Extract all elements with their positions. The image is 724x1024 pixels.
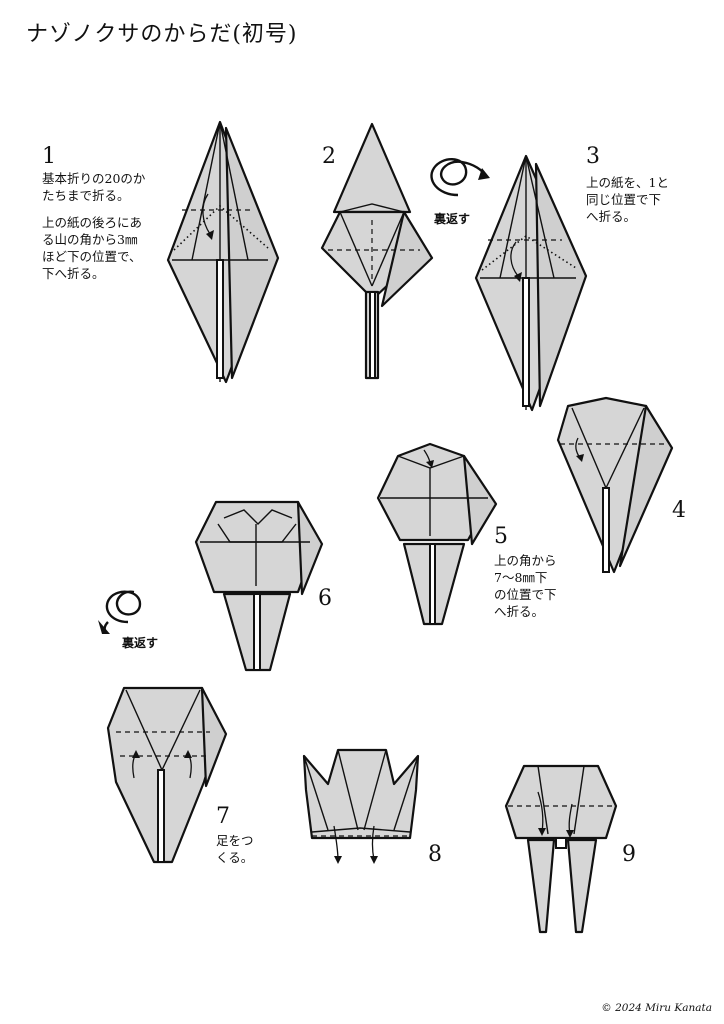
page-title: ナゾノクサのからだ(初号) [26, 22, 298, 47]
step-3-number: 3 [586, 144, 600, 169]
step-8-figure [302, 748, 420, 864]
step-2-figure [320, 122, 434, 380]
step-1-figure [166, 120, 280, 384]
step-4-number: 4 [672, 498, 686, 523]
step-4-figure [556, 396, 674, 574]
step-1-note: 基本折りの20のか たちまで折る。 上の紙の後ろにあ る山の角から3㎜ ほど下の… [42, 171, 146, 281]
step-2-number: 2 [322, 144, 336, 169]
flip-label-1: 裏返す [434, 212, 471, 226]
step-9-number: 9 [622, 842, 636, 867]
step-6-number: 6 [318, 586, 332, 611]
copyright: © 2024 Miru Kanata [601, 1002, 712, 1014]
flip-over-icon [430, 158, 490, 197]
step-5-figure [376, 442, 498, 626]
flip-over-icon [98, 590, 142, 634]
step-8-number: 8 [428, 842, 442, 867]
step-5-number: 5 [494, 524, 508, 549]
step-3-note: 上の紙を、1と 同じ位置で下 へ折る。 [586, 175, 669, 224]
step-7-number: 7 [216, 804, 230, 829]
step-7-figure [106, 686, 228, 864]
step-1-number: 1 [42, 144, 56, 169]
step-5-note: 上の角から 7～8㎜下 の位置で下 へ折る。 [494, 553, 557, 619]
step-9-figure [504, 764, 618, 934]
step-3-figure [474, 154, 588, 412]
step-7-note: 足をつ くる。 [216, 833, 254, 865]
step-6-figure [194, 500, 324, 672]
flip-label-2: 裏返す [122, 636, 159, 650]
